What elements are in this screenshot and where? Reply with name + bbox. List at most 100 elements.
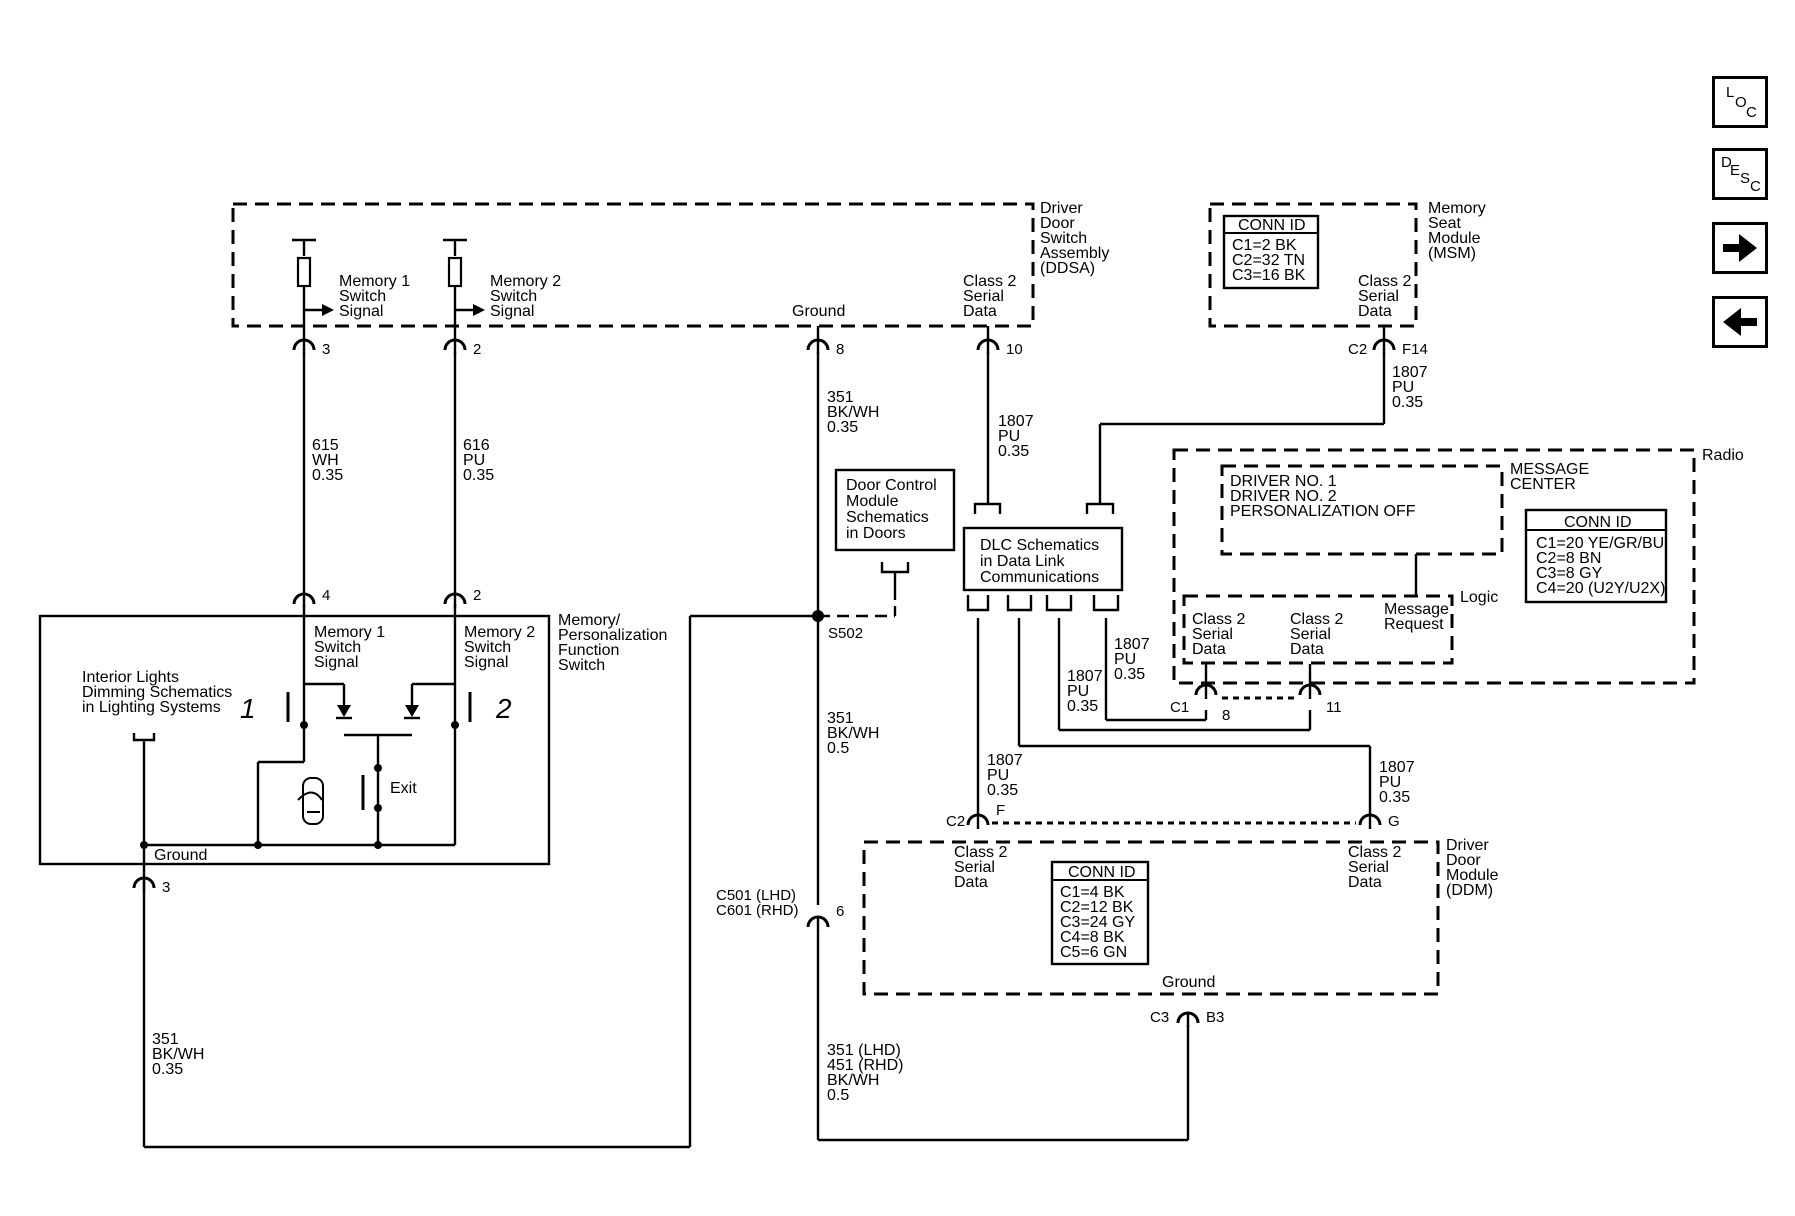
svg-text:C2: C2: [1348, 341, 1367, 358]
ddsa-memory1-label: Memory 1 Switch Signal: [339, 273, 410, 320]
svg-text:8: 8: [1222, 707, 1230, 724]
svg-text:Class 2: Class 2: [1358, 273, 1411, 290]
mpfs-ground-label: Ground: [154, 847, 207, 864]
connector-pins: [132, 338, 1396, 1027]
wire-616-label: 616 PU 0.35: [463, 437, 494, 484]
svg-text:PU: PU: [987, 767, 1009, 784]
next-button[interactable]: [1712, 222, 1768, 274]
svg-text:Serial: Serial: [954, 859, 995, 876]
svg-text:Message: Message: [1384, 601, 1449, 618]
svg-text:(DDSA): (DDSA): [1040, 260, 1095, 277]
msm-name: Memory Seat Module (MSM): [1428, 200, 1486, 262]
ddm-ground-label: Ground: [1162, 974, 1215, 991]
svg-text:Class 2: Class 2: [1348, 844, 1401, 861]
msm-outline: [1208, 202, 1418, 328]
svg-text:Interior Lights: Interior Lights: [82, 669, 179, 686]
svg-text:Driver: Driver: [1446, 837, 1489, 854]
svg-text:C5=6 GN: C5=6 GN: [1060, 944, 1127, 961]
dlc-ref-box[interactable]: [962, 526, 1124, 592]
wires: [142, 352, 1418, 1149]
door-control-ref-box[interactable]: [834, 468, 956, 552]
svg-text:C2=8 BN: C2=8 BN: [1536, 550, 1601, 567]
right-arrow-icon: [1723, 234, 1757, 262]
ddsa-name: Driver Door Switch Assembly (DDSA): [1040, 200, 1109, 277]
svg-text:0.35: 0.35: [1114, 666, 1145, 683]
svg-text:Module: Module: [846, 493, 899, 510]
desc-button[interactable]: D E S C: [1712, 148, 1768, 200]
svg-text:615: 615: [312, 437, 339, 454]
svg-text:DRIVER NO. 1: DRIVER NO. 1: [1230, 473, 1337, 490]
wire-615-label: 615 WH 0.35: [312, 437, 343, 484]
svg-text:351: 351: [827, 389, 854, 406]
svg-text:CONN ID: CONN ID: [1238, 217, 1306, 234]
svg-text:Memory 1: Memory 1: [339, 273, 410, 290]
radio-conn-id-box: [1524, 508, 1668, 604]
svg-text:0.35: 0.35: [312, 467, 343, 484]
svg-text:Class 2: Class 2: [1192, 611, 1245, 628]
ddsa-memory-switch-symbols: [292, 238, 1386, 340]
svg-text:D: D: [1721, 154, 1732, 171]
svg-text:2: 2: [473, 341, 481, 358]
pin-labels: 3 2 8 10 C2 F14 4 2 3 S502 C1 8 11 C2 F …: [162, 341, 1428, 1026]
svg-text:MESSAGE: MESSAGE: [1510, 461, 1589, 478]
message-request-label: Message Request: [1384, 601, 1449, 633]
svg-text:C: C: [1746, 104, 1757, 121]
svg-text:0.35: 0.35: [827, 419, 858, 436]
svg-text:Memory: Memory: [1428, 200, 1486, 217]
radio-class2-b-label: Class 2 Serial Data: [1290, 611, 1343, 658]
svg-text:Door: Door: [1040, 215, 1075, 232]
svg-text:1807: 1807: [1114, 636, 1150, 653]
svg-text:Serial: Serial: [1192, 626, 1233, 643]
ddm-class2-f-label: Class 2 Serial Data: [954, 844, 1007, 891]
svg-text:Assembly: Assembly: [1040, 245, 1109, 262]
svg-text:PU: PU: [463, 452, 485, 469]
svg-text:Switch: Switch: [314, 639, 361, 656]
exit-label: Exit: [390, 780, 417, 797]
svg-text:C3=8 GY: C3=8 GY: [1536, 565, 1603, 582]
svg-text:451 (RHD): 451 (RHD): [827, 1057, 903, 1074]
svg-text:Memory 2: Memory 2: [490, 273, 561, 290]
switch-1-number: 1: [240, 693, 256, 724]
seat-icon: [297, 777, 324, 825]
ddsa-memory2-label: Memory 2 Switch Signal: [490, 273, 561, 320]
svg-text:0.35: 0.35: [152, 1061, 183, 1078]
svg-text:351: 351: [152, 1031, 179, 1048]
ddm-name: Driver Door Module (DDM): [1446, 837, 1499, 899]
msm-class2-label: Class 2 Serial Data: [1358, 273, 1411, 320]
svg-text:10: 10: [1006, 341, 1023, 358]
svg-text:Data: Data: [963, 303, 997, 320]
svg-text:DLC Schematics: DLC Schematics: [980, 537, 1099, 554]
svg-text:C1=20 YE/GR/BU: C1=20 YE/GR/BU: [1536, 535, 1664, 552]
svg-text:Serial: Serial: [1358, 288, 1399, 305]
svg-text:1807: 1807: [998, 413, 1034, 430]
svg-text:C501 (LHD): C501 (LHD): [716, 887, 796, 904]
svg-text:CONN ID: CONN ID: [1068, 864, 1136, 881]
loc-button[interactable]: L O C: [1712, 76, 1768, 128]
svg-text:E: E: [1730, 162, 1740, 179]
svg-text:S: S: [1740, 170, 1750, 187]
svg-text:C2=12 BK: C2=12 BK: [1060, 899, 1134, 916]
svg-text:Module: Module: [1446, 867, 1499, 884]
svg-text:Serial: Serial: [1348, 859, 1389, 876]
svg-text:1807: 1807: [1379, 759, 1415, 776]
prev-button[interactable]: [1712, 296, 1768, 348]
svg-text:Switch: Switch: [558, 657, 605, 674]
wire-1807-ddm-g-label: 1807 PU 0.35: [1379, 759, 1415, 806]
wire-1807-radio-b-label: 1807 PU 0.35: [1114, 636, 1150, 683]
svg-text:Serial: Serial: [963, 288, 1004, 305]
svg-text:C3: C3: [1150, 1009, 1169, 1026]
svg-text:Signal: Signal: [314, 654, 358, 671]
svg-text:3: 3: [162, 879, 170, 896]
svg-text:351 (LHD): 351 (LHD): [827, 1042, 901, 1059]
msm-conn-id-text: CONN ID C1=2 BK C2=32 TN C3=16 BK: [1232, 217, 1306, 284]
svg-text:PU: PU: [1067, 683, 1089, 700]
svg-text:in Doors: in Doors: [846, 525, 906, 542]
svg-text:Function: Function: [558, 642, 619, 659]
mpfs-memory1-label: Memory 1 Switch Signal: [314, 624, 385, 671]
mpfs-memory2-label: Memory 2 Switch Signal: [464, 624, 535, 671]
svg-text:Memory 1: Memory 1: [314, 624, 385, 641]
svg-text:Class 2: Class 2: [963, 273, 1016, 290]
logic-name: Logic: [1460, 589, 1498, 606]
svg-text:Module: Module: [1428, 230, 1481, 247]
dlc-ref-text: DLC Schematics in Data Link Communicatio…: [980, 537, 1099, 586]
